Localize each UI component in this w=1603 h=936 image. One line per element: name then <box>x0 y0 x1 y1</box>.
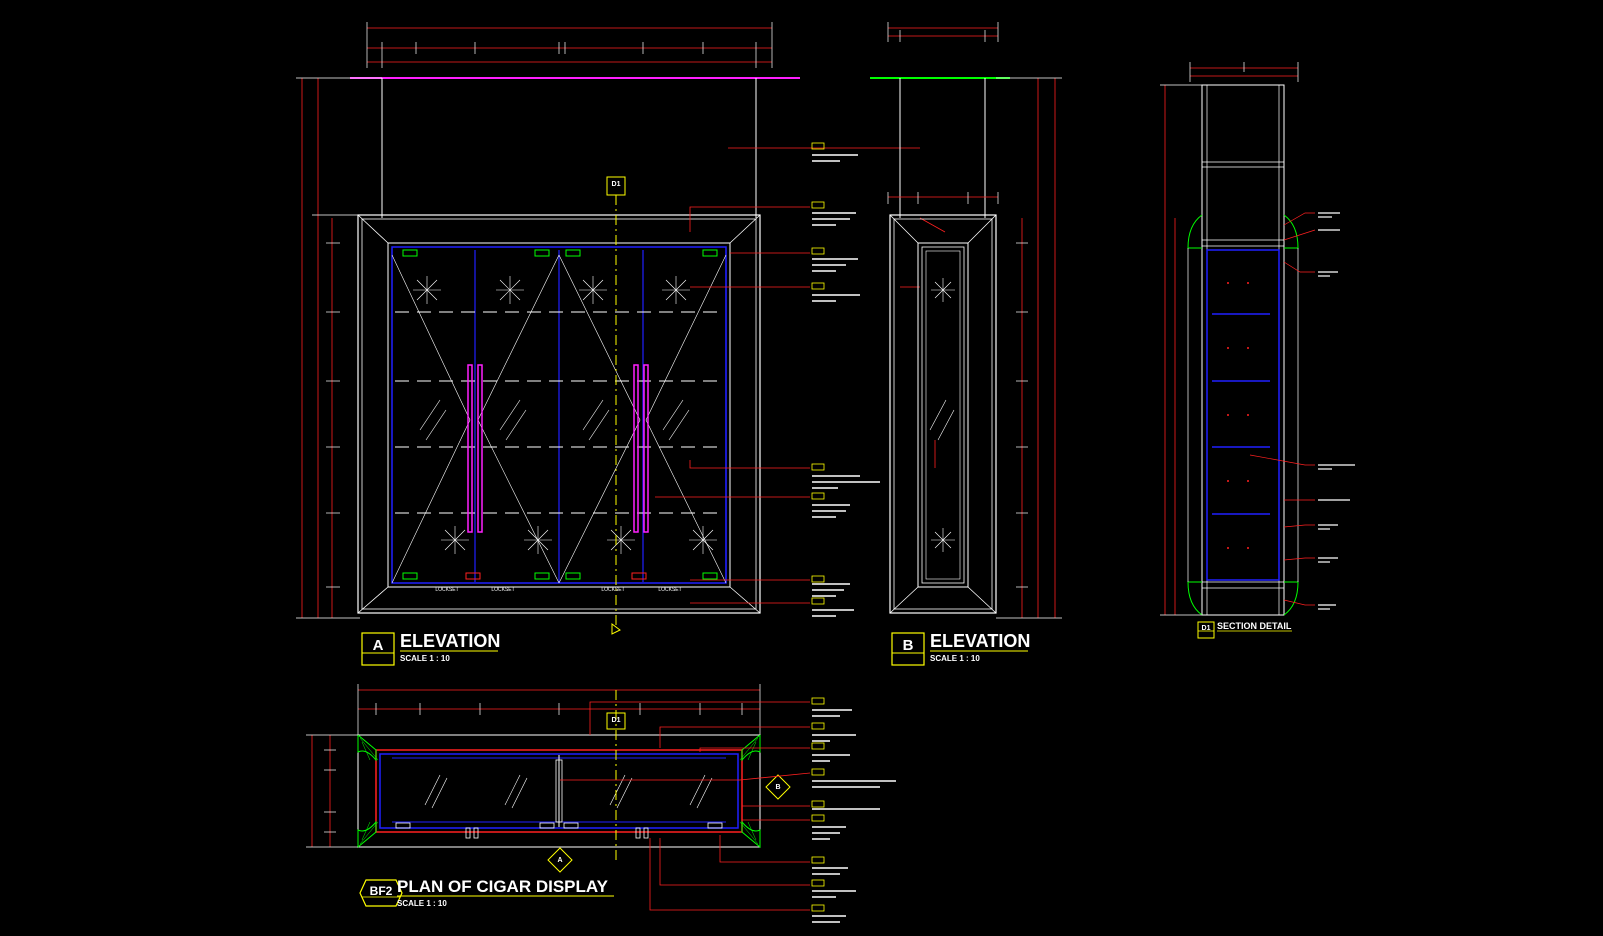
view-title: PLAN OF CIGAR DISPLAY <box>397 877 609 896</box>
title-badge: B <box>903 637 914 654</box>
view-scale: SCALE 1 : 10 <box>930 654 980 663</box>
plan-view-tag-b: B <box>775 784 780 791</box>
view-title: ELEVATION <box>930 631 1030 651</box>
title-block-d1: D1 SECTION DETAIL <box>1197 621 1292 639</box>
plan-of-cigar-display: D1 A B <box>306 684 896 923</box>
annotation-leaders <box>655 206 946 604</box>
view-title: ELEVATION <box>400 631 500 651</box>
title-badge: BF2 <box>370 884 393 898</box>
annotation-text-marks <box>812 154 880 617</box>
lockset-label: LOCKSET <box>491 587 514 593</box>
elevation-a: D1 LOCKSET LOCKSET LOCKSET LOCKSET <box>296 22 920 635</box>
plan-view-tag-a: A <box>557 857 562 864</box>
title-block-b: B ELEVATION SCALE 1 : 10 <box>891 631 1030 666</box>
section-detail-d1 <box>1160 62 1355 616</box>
title-block-a: A ELEVATION SCALE 1 : 10 <box>361 631 500 666</box>
lockset-label: LOCKSET <box>435 587 458 593</box>
lockset-label: LOCKSET <box>601 587 624 593</box>
title-block-bf2: BF2 PLAN OF CIGAR DISPLAY SCALE 1 : 10 <box>359 877 614 908</box>
view-title: SECTION DETAIL <box>1217 621 1292 631</box>
title-badge: A <box>373 637 384 654</box>
elevation-b <box>870 22 1062 619</box>
lockset-label: LOCKSET <box>658 587 681 593</box>
view-scale: SCALE 1 : 10 <box>400 654 450 663</box>
title-badge: D1 <box>1202 625 1211 632</box>
plan-section-tag-d1: D1 <box>612 717 621 724</box>
annotation-tags <box>811 142 825 605</box>
view-scale: SCALE 1 : 10 <box>397 899 447 908</box>
section-tag-d1: D1 <box>612 181 621 188</box>
